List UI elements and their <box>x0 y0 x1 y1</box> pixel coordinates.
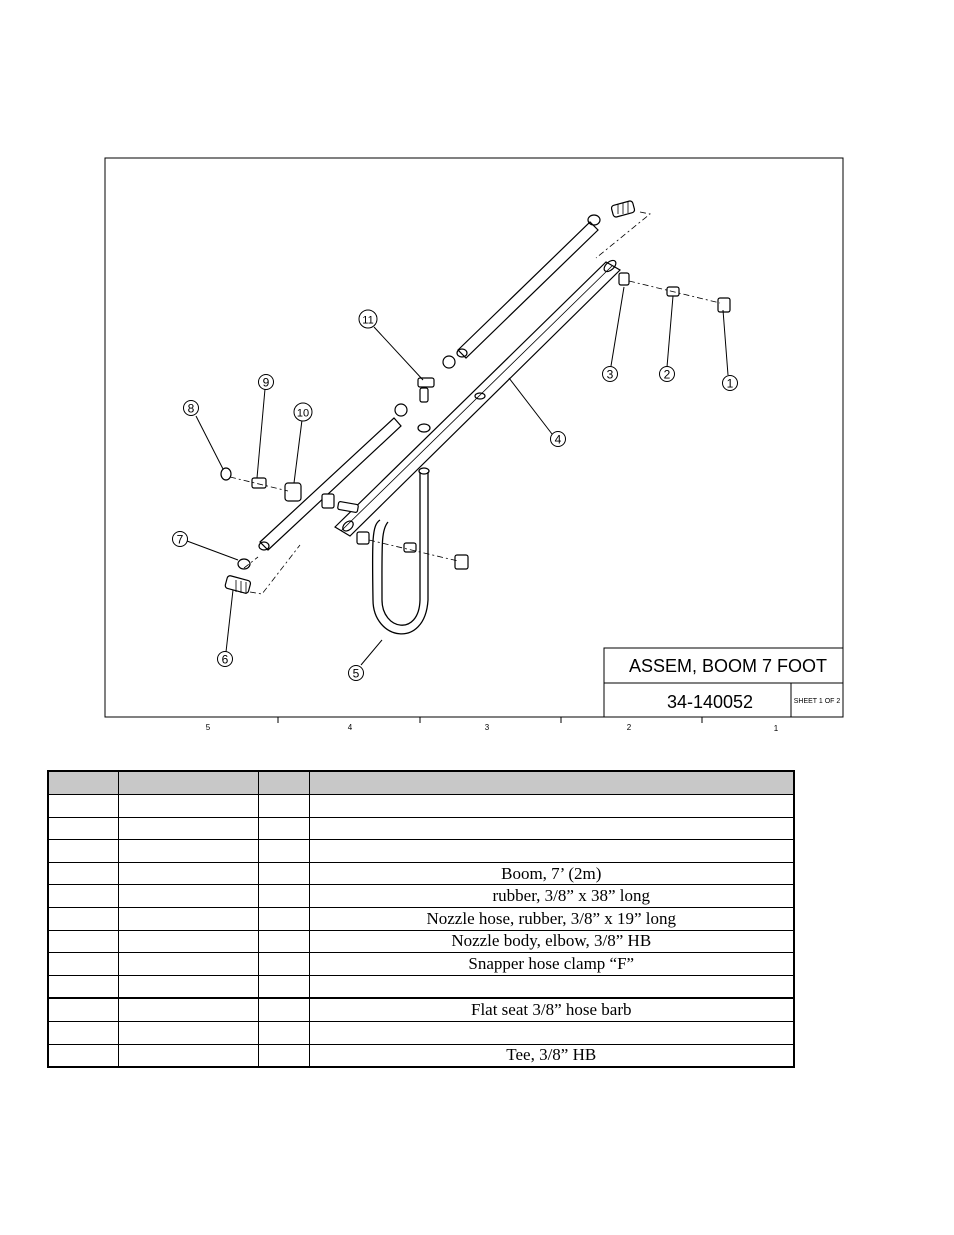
description-cell <box>308 974 795 999</box>
balloon-1: 1 <box>722 375 738 391</box>
drawing-frame <box>104 157 844 718</box>
balloon-7: 7 <box>172 531 188 547</box>
balloon-3: 3 <box>602 366 618 382</box>
table-row: Nozzle body, elbow, 3/8” HB <box>47 929 795 954</box>
description-cell <box>308 839 795 863</box>
leader-lines <box>186 286 729 666</box>
zone-label-2: 2 <box>627 723 632 732</box>
balloon-2: 2 <box>659 366 675 382</box>
u-drop-hose <box>371 467 430 635</box>
fittings <box>220 200 731 594</box>
sheet-number: SHEET 1 OF 2 <box>794 698 841 705</box>
header-cell <box>257 770 310 795</box>
description-cell <box>308 1020 795 1045</box>
svg-text:2: 2 <box>664 368 671 382</box>
description-cell <box>308 816 795 841</box>
header-cell <box>308 770 795 795</box>
table-row: rubber, 3/8” x 38” long <box>47 884 795 908</box>
svg-text:9: 9 <box>263 376 270 390</box>
svg-text:8: 8 <box>188 402 195 416</box>
table-row: Nozzle hose, rubber, 3/8” x 19” long <box>47 906 795 931</box>
svg-text:3: 3 <box>607 368 614 382</box>
balloon-8: 8 <box>183 400 199 416</box>
description-cell: rubber, 3/8” x 38” long <box>308 884 795 908</box>
balloon-5: 5 <box>348 665 364 681</box>
description-cell: Boom, 7’ (2m) <box>308 861 795 886</box>
balloon-10: 10 <box>293 402 313 422</box>
drawing-title: ASSEM, BOOM 7 FOOT <box>629 656 827 676</box>
main-hose-upper <box>456 214 601 359</box>
svg-text:7: 7 <box>177 533 184 547</box>
table-row: Snapper hose clamp “F” <box>47 952 795 976</box>
svg-text:6: 6 <box>222 653 229 667</box>
table-row: Boom, 7’ (2m) <box>47 861 795 886</box>
description-cell: Nozzle hose, rubber, 3/8” x 19” long <box>308 906 795 931</box>
title-block: ASSEM, BOOM 7 FOOT 34-140052 SHEET 1 OF … <box>603 647 844 718</box>
table-row: Tee, 3/8” HB <box>47 1043 795 1068</box>
header-cell <box>117 770 259 795</box>
description-cell <box>308 794 795 818</box>
description-cell: Flat seat 3/8” hose barb <box>308 997 795 1022</box>
balloon-9: 9 <box>258 374 274 390</box>
zone-label-1: 1 <box>774 724 779 733</box>
zone-label-3: 3 <box>485 723 490 732</box>
explode-lines <box>229 211 721 595</box>
main-hose-lower <box>258 417 402 551</box>
svg-text:1: 1 <box>727 377 734 391</box>
description-cell: Tee, 3/8” HB <box>308 1043 795 1068</box>
balloons: 1 2 3 4 5 6 7 8 9 10 11 <box>172 309 738 681</box>
table-row <box>47 816 795 841</box>
description-cell: Nozzle body, elbow, 3/8” HB <box>308 929 795 954</box>
table-row <box>47 974 795 999</box>
svg-text:4: 4 <box>555 433 562 447</box>
table-row <box>47 839 795 863</box>
zone-ticks <box>277 717 703 723</box>
svg-text:10: 10 <box>297 408 309 420</box>
balloon-4: 4 <box>550 431 566 447</box>
balloon-11: 11 <box>358 309 378 329</box>
svg-text:11: 11 <box>362 315 373 327</box>
parts-table: Boom, 7’ (2m) rubber, 3/8” x 38” long No… <box>47 770 795 1069</box>
table-row <box>47 794 795 818</box>
drawing-number: 34-140052 <box>667 692 753 712</box>
zone-label-4: 4 <box>348 723 353 732</box>
zone-label-5: 5 <box>206 723 211 732</box>
table-row: Flat seat 3/8” hose barb <box>47 997 795 1022</box>
table-row <box>47 1020 795 1045</box>
balloon-6: 6 <box>217 651 233 667</box>
description-cell: Snapper hose clamp “F” <box>308 952 795 976</box>
boom-tube <box>334 259 621 537</box>
parts-table-header <box>47 770 795 795</box>
svg-text:5: 5 <box>353 667 360 681</box>
header-cell <box>47 770 119 795</box>
